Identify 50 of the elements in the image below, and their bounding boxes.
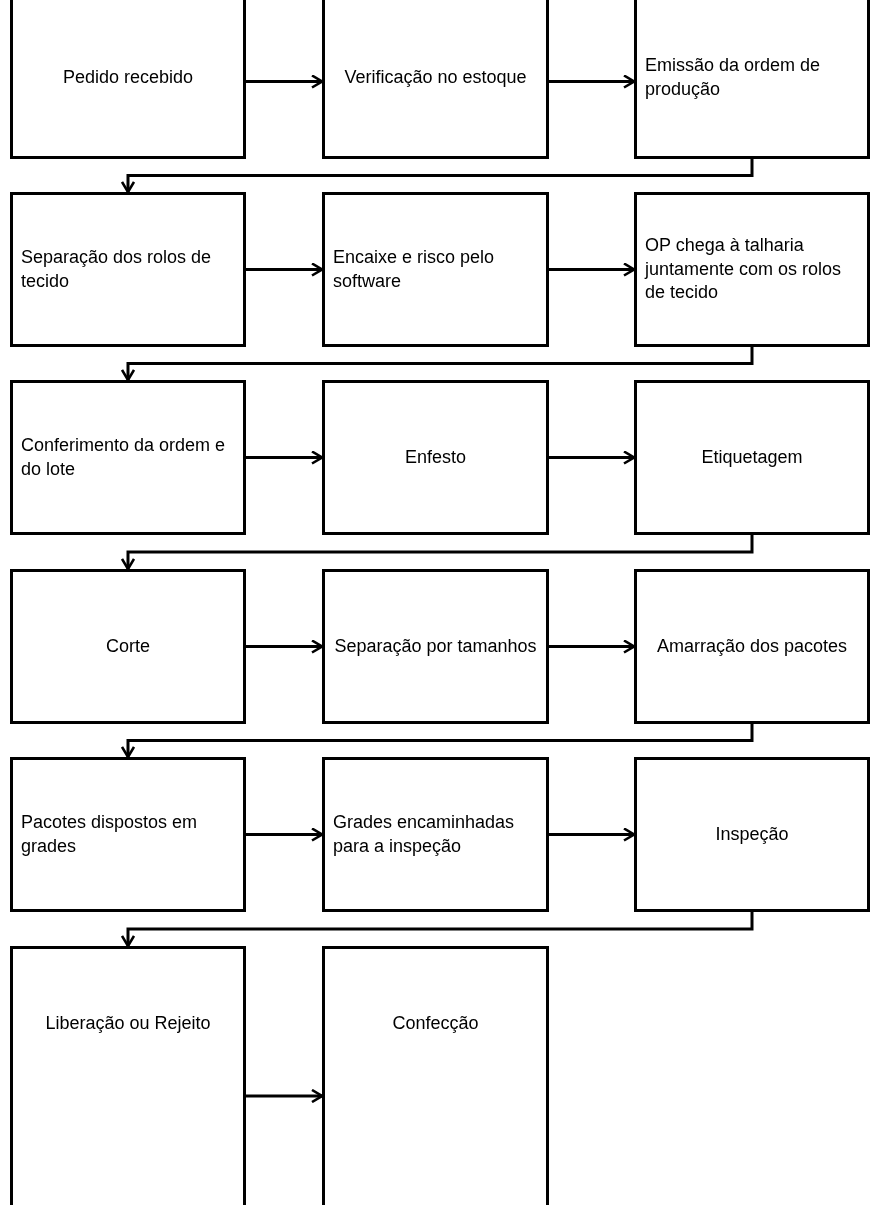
arrow	[549, 262, 636, 277]
arrow	[120, 159, 754, 194]
process-box	[10, 757, 246, 912]
process-box	[322, 380, 549, 535]
arrow	[549, 639, 636, 654]
process-box	[634, 0, 870, 159]
step-label: Separação por tamanhos	[334, 635, 537, 656]
arrow	[549, 827, 636, 842]
step-label: Pedido recebido	[62, 66, 194, 87]
step-label: Pacotes dispostos em grades	[21, 812, 198, 856]
step-label: Corte	[106, 635, 150, 656]
arrow	[120, 912, 754, 948]
process-box	[322, 192, 549, 347]
arrow	[246, 262, 324, 277]
arrow	[549, 450, 636, 465]
process-box	[10, 380, 246, 535]
step-label: Etiquetagem	[701, 446, 803, 467]
arrow	[246, 74, 324, 89]
arrow	[120, 724, 754, 759]
process-box	[322, 946, 549, 1205]
step-label: Enfesto	[404, 446, 466, 467]
arrow	[246, 1088, 324, 1104]
arrow	[120, 347, 754, 382]
step-label: OP chega à talharia juntamente com os rolos de tecido	[645, 235, 842, 303]
step-label: Separação dos rolos de tecido	[21, 247, 212, 291]
step-label: Amarração dos pacotes	[656, 635, 848, 656]
step-label: Emissão da ordem de produção	[645, 55, 821, 99]
arrow	[246, 827, 324, 842]
step-label: Encaixe e risco pelo software	[333, 247, 495, 291]
arrow	[246, 450, 324, 465]
process-box	[322, 757, 549, 912]
process-box	[322, 0, 549, 159]
process-box	[322, 569, 549, 724]
step-label: Verificação no estoque	[344, 66, 527, 87]
process-box	[10, 192, 246, 347]
process-box	[634, 192, 870, 347]
arrow	[549, 74, 636, 89]
step-label: Conferimento da ordem e do lote	[21, 435, 226, 479]
process-box	[10, 946, 246, 1205]
process-box	[10, 569, 246, 724]
arrow	[246, 639, 324, 654]
process-box	[634, 380, 870, 535]
process-box	[634, 569, 870, 724]
process-box	[634, 757, 870, 912]
process-box	[10, 0, 246, 159]
arrow	[120, 535, 754, 571]
step-label: Grades encaminhadas para a inspeção	[333, 812, 515, 856]
step-label: Inspeção	[715, 823, 789, 844]
step-label: Liberação ou Rejeito	[45, 1012, 211, 1033]
step-label: Confecção	[392, 1012, 479, 1033]
